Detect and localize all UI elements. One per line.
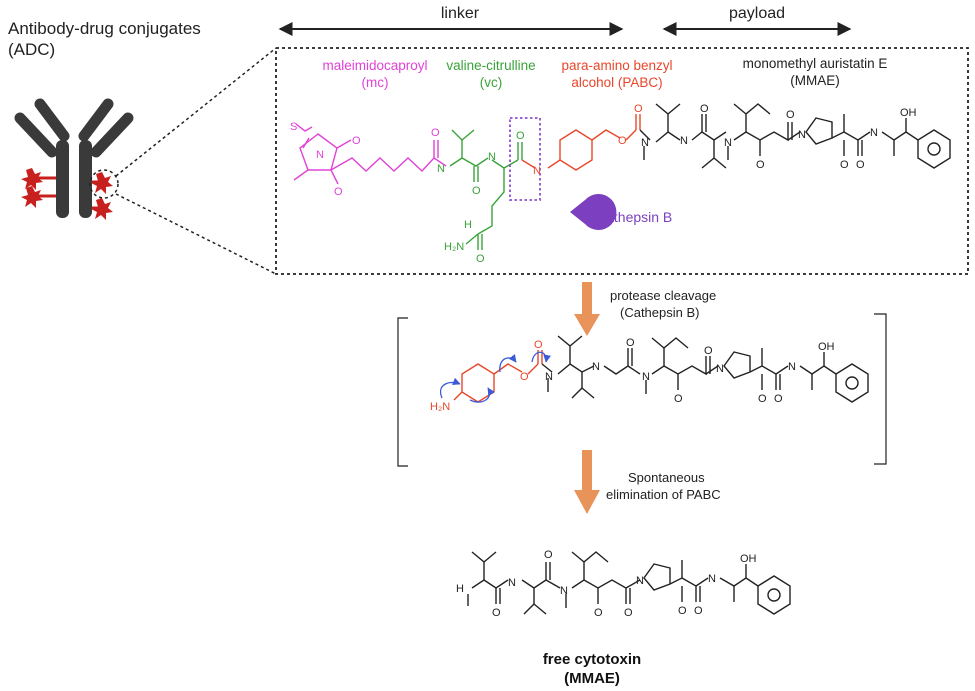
nh-atom: H xyxy=(464,219,472,231)
o-atom: O xyxy=(431,127,440,139)
mmae-intermediate-structure xyxy=(541,335,869,403)
mc-structure xyxy=(293,123,447,185)
product-label: free cytotoxin xyxy=(543,651,641,668)
n-atom: N xyxy=(642,371,650,383)
o-atom: O xyxy=(534,339,543,351)
step1-label: protease cleavage xyxy=(610,288,716,303)
nh-atom: N xyxy=(788,361,796,373)
nh-atom: N xyxy=(592,361,600,373)
process-arrow xyxy=(574,450,600,514)
pabc-intermediate-structure xyxy=(453,350,543,403)
n-atom: N xyxy=(636,575,644,587)
n-atom: N xyxy=(316,149,324,161)
drug-star-icon xyxy=(21,186,43,208)
o-atom: O xyxy=(544,549,553,561)
nh-atom: N xyxy=(680,135,688,147)
o-atom: O xyxy=(756,159,765,171)
o-atom: O xyxy=(634,103,643,115)
mmae-abbrev: (MMAE) xyxy=(790,73,840,88)
oh-atom: OH xyxy=(740,553,757,565)
nh-atom: N xyxy=(437,163,445,175)
o-atom: O xyxy=(840,159,849,171)
right-bracket xyxy=(874,313,887,465)
nh-atom: N xyxy=(708,573,716,585)
drug-star-icon xyxy=(91,198,113,220)
hn-atom: H xyxy=(456,583,464,595)
o-atom: O xyxy=(704,345,713,357)
mc-label: maleimidocaproyl xyxy=(322,58,427,73)
payload-header: payload xyxy=(729,5,785,22)
nh-atom: N xyxy=(870,127,878,139)
n-atom: N xyxy=(716,363,724,375)
oh-atom: OH xyxy=(900,107,917,119)
o-atom: O xyxy=(774,393,783,405)
cleavage-site-box xyxy=(509,117,541,201)
o-atom: O xyxy=(516,130,525,142)
o-atom: O xyxy=(674,393,683,405)
o-atom: O xyxy=(472,185,481,197)
o-atom: O xyxy=(694,605,703,617)
h2n-atom: H₂N xyxy=(444,241,464,253)
step2-label: Spontaneous xyxy=(628,470,705,485)
antibody-icon xyxy=(14,98,134,220)
electron-push-arrows xyxy=(439,351,551,403)
linker-header: linker xyxy=(441,5,480,22)
step1-sublabel: (Cathepsin B) xyxy=(620,305,699,320)
o-atom: O xyxy=(594,607,603,619)
drug-star-icon xyxy=(21,168,43,190)
n-atom: N xyxy=(724,137,732,149)
o-atom: O xyxy=(758,393,767,405)
o-atom: O xyxy=(856,159,865,171)
mmae-structure xyxy=(639,103,951,169)
process-arrow xyxy=(574,282,600,336)
cathepsin-b-icon xyxy=(570,194,617,231)
vc-structure xyxy=(449,129,523,250)
vc-label: valine-citrulline xyxy=(446,58,535,73)
nh-atom: N xyxy=(488,151,496,163)
o-atom: O xyxy=(626,337,635,349)
zoom-line-bottom xyxy=(115,193,277,275)
n-atom: N xyxy=(798,129,806,141)
pabc-abbrev: alcohol (PABC) xyxy=(571,75,662,90)
mc-abbrev: (mc) xyxy=(362,75,389,90)
nh-atom: N xyxy=(508,577,516,589)
drug-star-icon xyxy=(91,172,113,194)
left-bracket xyxy=(397,317,408,467)
nh-atom: N xyxy=(533,165,541,177)
o-atom: O xyxy=(624,607,633,619)
title-line2: (ADC) xyxy=(8,40,55,59)
title-line1: Antibody-drug conjugates xyxy=(8,19,201,38)
o-atom: O xyxy=(352,135,361,147)
cathepsin-b-label: Cathepsin B xyxy=(596,209,672,225)
h2n-atom: H₂N xyxy=(430,401,450,413)
o-atom: O xyxy=(334,186,343,198)
n-atom: N xyxy=(641,137,649,149)
o-atom: O xyxy=(618,135,627,147)
product-sublabel: (MMAE) xyxy=(564,670,620,687)
pabc-label: para-amino benzyl xyxy=(561,58,672,73)
free-mmae-structure xyxy=(467,551,791,615)
step2-sublabel: elimination of PABC xyxy=(606,487,721,502)
o-atom: O xyxy=(492,607,501,619)
o-atom: O xyxy=(476,253,485,265)
mmae-label: monomethyl auristatin E xyxy=(743,56,888,71)
zoom-circle xyxy=(89,169,119,199)
zoom-box xyxy=(275,47,969,275)
o-atom: O xyxy=(700,103,709,115)
o-atom: O xyxy=(678,605,687,617)
o-atom: O xyxy=(786,109,795,121)
zoom-line-top xyxy=(115,47,277,177)
oh-atom: OH xyxy=(818,341,835,353)
n-atom: N xyxy=(545,371,553,383)
o-atom: O xyxy=(520,371,529,383)
s-atom: S xyxy=(290,121,297,133)
vc-abbrev: (vc) xyxy=(480,75,503,90)
n-atom: N xyxy=(560,585,568,597)
pabc-structure xyxy=(521,114,641,171)
